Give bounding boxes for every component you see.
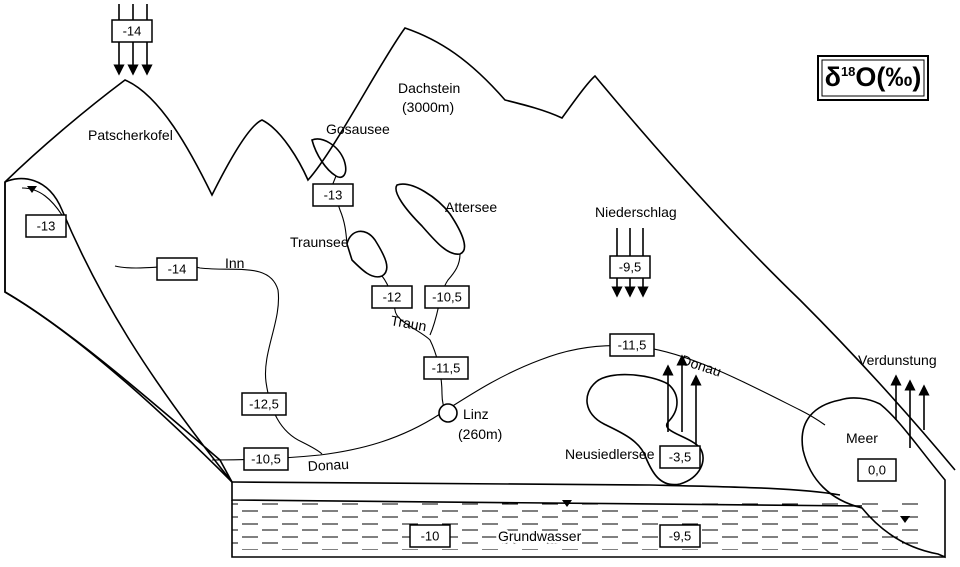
svg-text:-13: -13: [324, 188, 343, 203]
label-grundwasser: Grundwasser: [498, 528, 582, 544]
label-neusiedlersee: Neusiedlersee: [565, 446, 655, 462]
value-attersee: -10,5: [424, 285, 470, 309]
label-attersee: Attersee: [445, 199, 497, 215]
label-dachstein: Dachstein: [398, 80, 460, 96]
svg-text:-11,5: -11,5: [618, 338, 647, 353]
value-mountain-groundwater: -13: [25, 214, 67, 238]
inn-river: [114, 265, 323, 455]
legend-box: [817, 55, 929, 101]
svg-text:-12: -12: [383, 290, 402, 305]
value-inn-lower: -12,5: [241, 392, 287, 416]
value-meer: 0,0: [857, 458, 897, 482]
sea: [801, 397, 946, 559]
svg-text:-14: -14: [123, 24, 142, 39]
value-donau-west: -10,5: [243, 447, 289, 471]
value-grundwasser-east: -9,5: [659, 524, 701, 548]
linz-node: [438, 403, 458, 423]
svg-text:-10: -10: [421, 529, 440, 544]
evaporation-arrows-lake: [662, 354, 702, 445]
label-traun: Traun: [389, 312, 427, 334]
label-linz-height: (260m): [458, 426, 502, 442]
value-inn: -14: [156, 257, 198, 281]
value-precip-top: -14: [111, 19, 153, 43]
label-niederschlag: Niederschlag: [595, 204, 677, 220]
water-table-marker: [27, 186, 37, 193]
traunsee-lake: [346, 230, 388, 278]
value-donau-east: -11,5: [609, 333, 655, 357]
ground-surface: [231, 481, 841, 496]
label-patscherkofel: Patscherkofel: [88, 127, 173, 143]
verdunstung-arrows: [890, 374, 930, 448]
svg-text:-11,5: -11,5: [432, 361, 461, 376]
donau-river: [211, 344, 826, 461]
svg-text:-10,5: -10,5: [432, 290, 462, 305]
attersee-lake: [395, 183, 466, 255]
label-inn: Inn: [225, 255, 244, 271]
value-neusiedlersee: -3,5: [659, 445, 701, 469]
svg-text:-14: -14: [168, 262, 187, 277]
label-dachstein-height: (3000m): [402, 99, 454, 115]
svg-text:-12,5: -12,5: [249, 397, 279, 412]
value-grundwasser-west: -10: [409, 524, 451, 548]
legend-title: δ18O(‰): [825, 62, 922, 92]
label-verdunstung: Verdunstung: [858, 352, 937, 368]
label-donau-east: Donau: [679, 352, 723, 380]
gosausee-lake: [311, 138, 347, 179]
label-gosausee: Gosausee: [326, 121, 390, 137]
svg-text:0,0: 0,0: [868, 463, 886, 478]
label-donau-west: Donau: [307, 456, 349, 474]
value-traun-lower: -11,5: [423, 356, 469, 380]
svg-text:-9,5: -9,5: [669, 529, 691, 544]
svg-text:-10,5: -10,5: [251, 452, 281, 467]
value-traun: -12: [371, 285, 413, 309]
value-gosausee: -13: [312, 183, 354, 207]
label-meer: Meer: [846, 430, 878, 446]
label-traunsee: Traunsee: [290, 234, 349, 250]
label-linz: Linz: [463, 406, 489, 422]
svg-text:-9,5: -9,5: [619, 260, 641, 275]
svg-text:-13: -13: [37, 219, 56, 234]
mountain-outline: [4, 27, 956, 471]
value-niederschlag: -9,5: [609, 255, 651, 279]
groundwater-layer: [232, 500, 922, 550]
svg-text:-3,5: -3,5: [669, 450, 691, 465]
